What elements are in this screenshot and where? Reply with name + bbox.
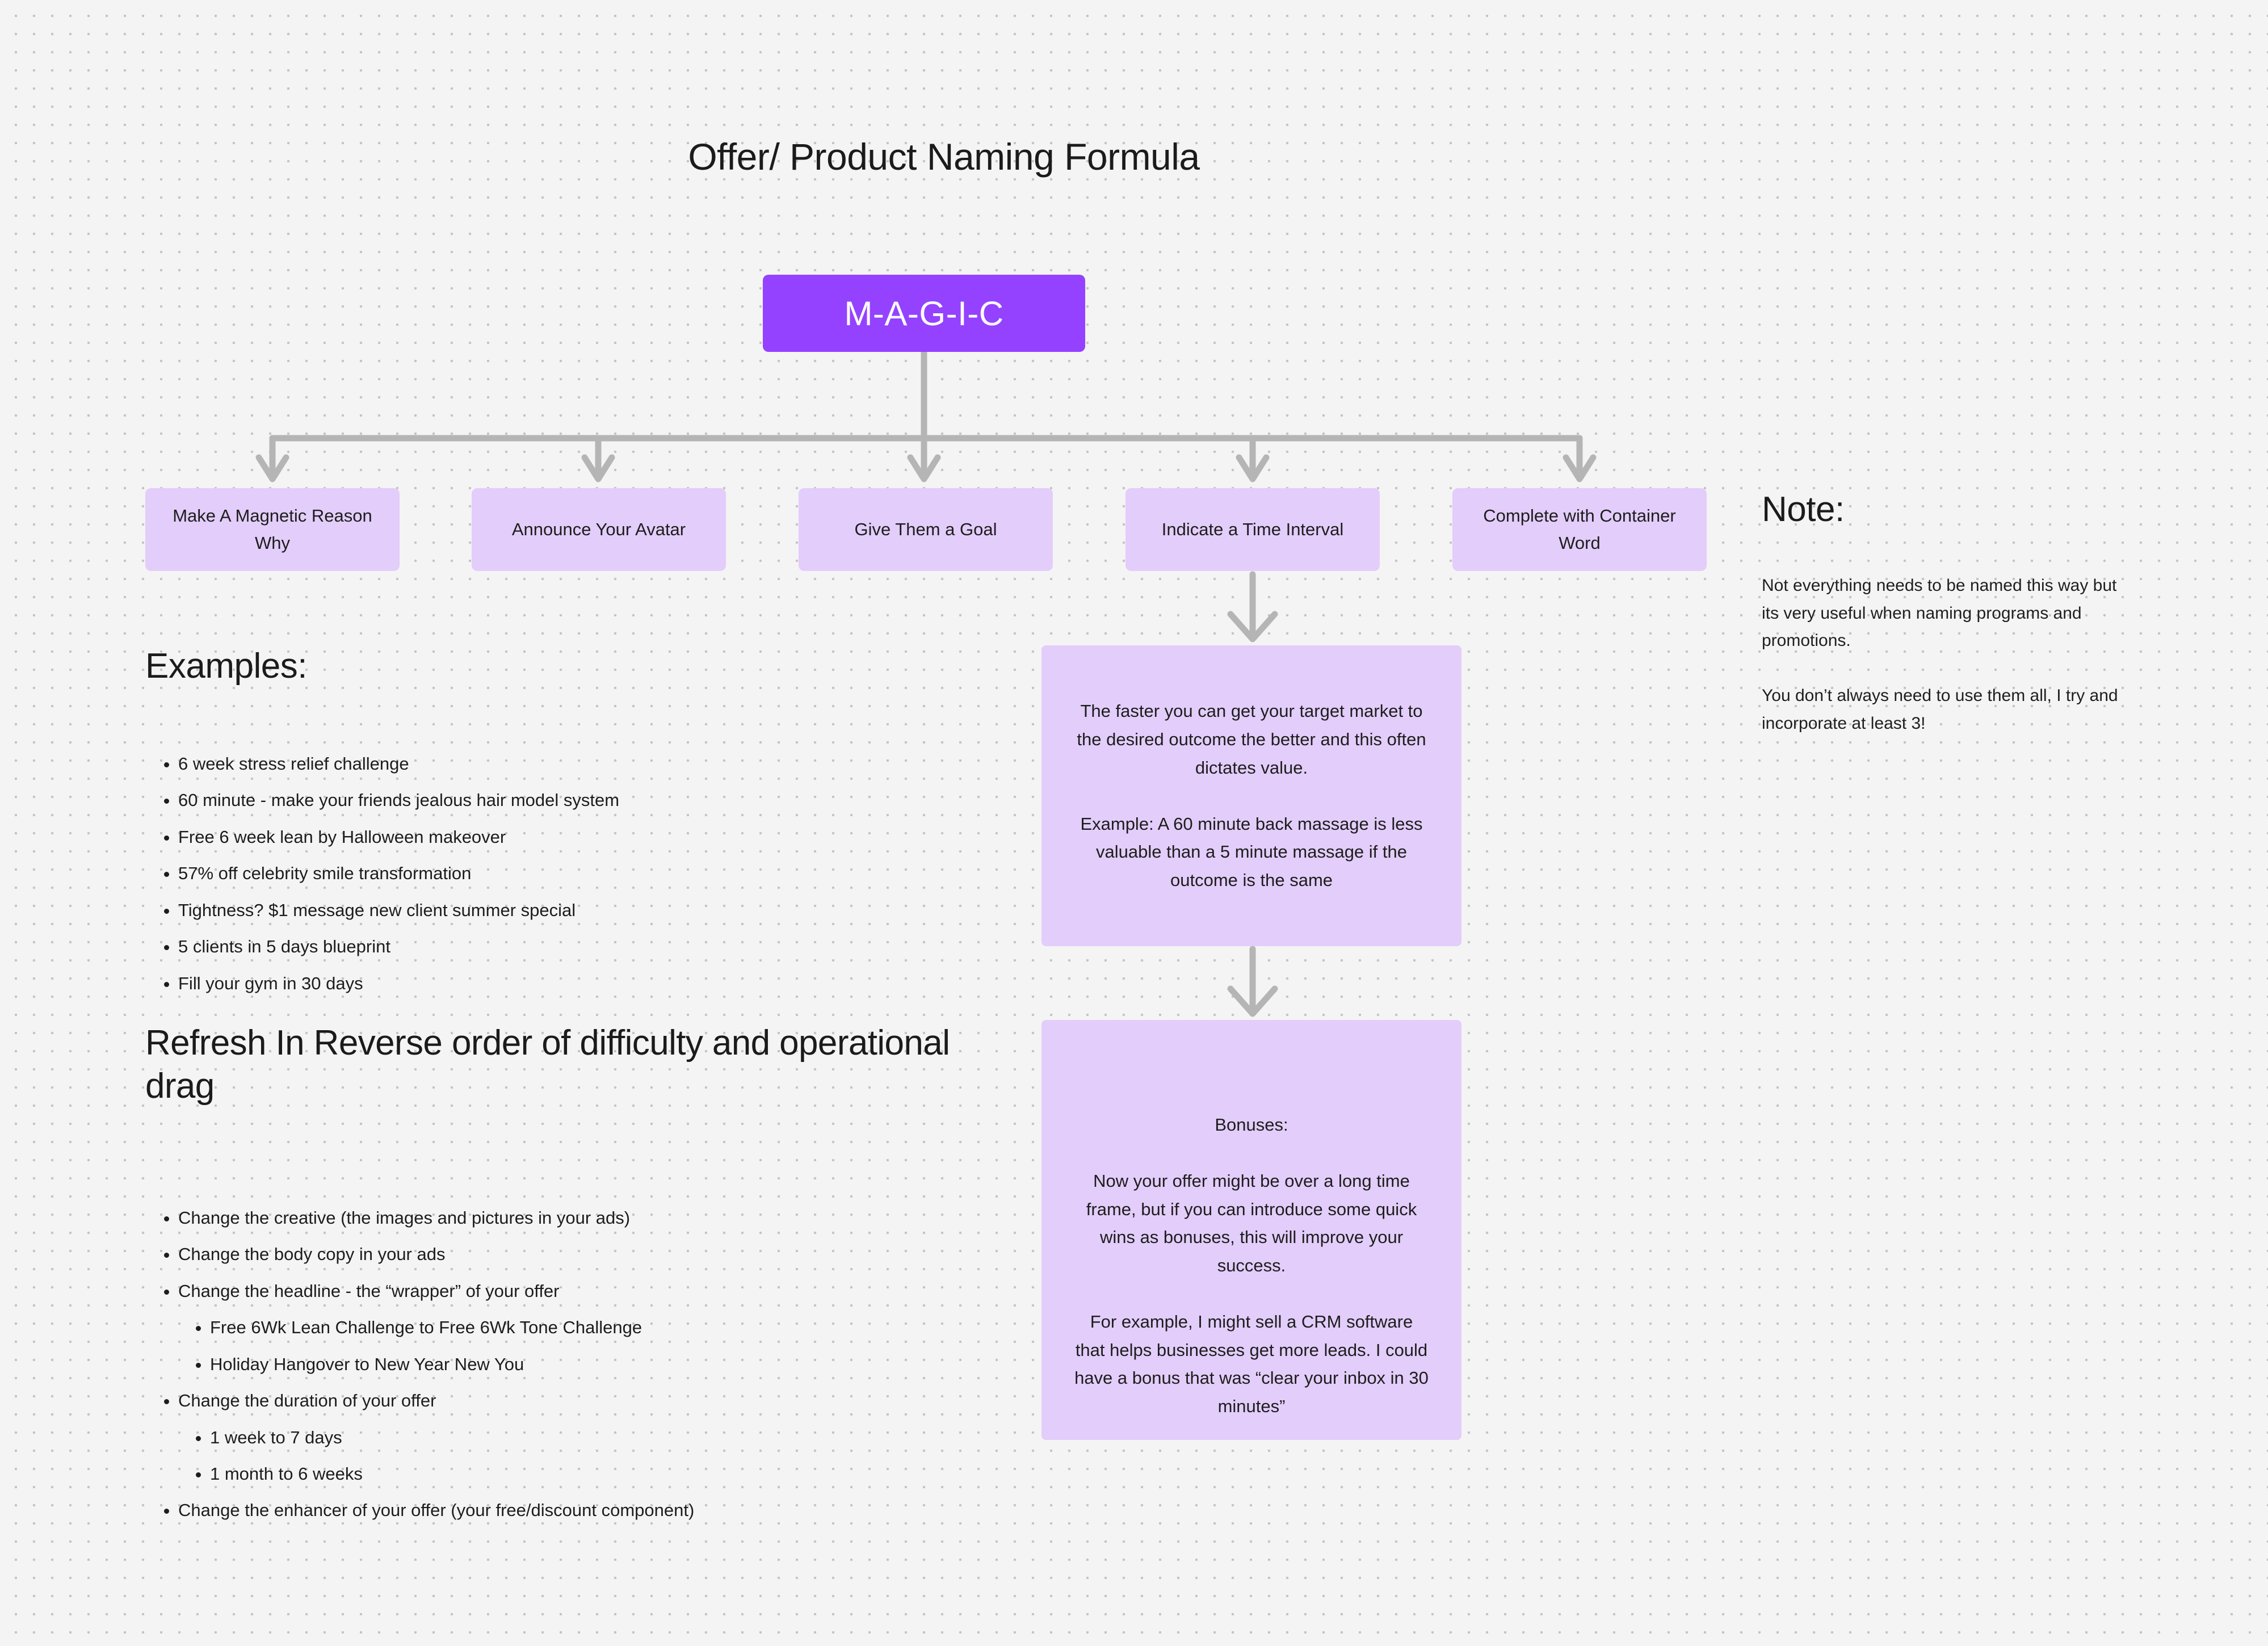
examples-heading: Examples: <box>145 646 307 686</box>
sub-list: Free 6Wk Lean Challenge to Free 6Wk Tone… <box>178 1314 694 1378</box>
node-make-a-magnetic-reason-why[interactable]: Make A Magnetic Reason Why <box>145 488 400 571</box>
list-item: Tightness? $1 message new client summer … <box>178 897 619 923</box>
magic-root-node[interactable]: M-A-G-I-C <box>763 275 1085 352</box>
list-item: 60 minute - make your friends jealous ha… <box>178 787 619 813</box>
list-item: Fill your gym in 30 days <box>178 970 619 997</box>
node-give-them-a-goal[interactable]: Give Them a Goal <box>799 488 1053 571</box>
note-body: Not everything needs to be named this wa… <box>1762 576 2118 733</box>
sub-list-item: Holiday Hangover to New Year New You <box>210 1351 694 1378</box>
sub-list-item: Free 6Wk Lean Challenge to Free 6Wk Tone… <box>210 1314 694 1341</box>
sub-list-item: 1 month to 6 weeks <box>210 1460 694 1487</box>
list-item: Change the body copy in your ads <box>178 1241 694 1267</box>
node-announce-your-avatar[interactable]: Announce Your Avatar <box>472 488 726 571</box>
node-indicate-a-time-interval[interactable]: Indicate a Time Interval <box>1125 488 1380 571</box>
examples-list: 6 week stress relief challenge 60 minute … <box>145 750 619 1006</box>
list-item: 6 week stress relief challenge <box>178 750 619 777</box>
list-item: Change the creative (the images and pict… <box>178 1204 694 1231</box>
sub-list: 1 week to 7 days 1 month to 6 weeks <box>178 1424 694 1488</box>
sub-list-item: 1 week to 7 days <box>210 1424 694 1451</box>
refresh-list: Change the creative (the images and pict… <box>145 1204 694 1534</box>
card-time-interval-detail[interactable]: The faster you can get your target marke… <box>1041 645 1461 946</box>
node-complete-with-container-word[interactable]: Complete with Container Word <box>1452 488 1707 571</box>
note-heading: Note: <box>1762 490 1845 529</box>
list-item: 57% off celebrity smile transformation <box>178 860 619 887</box>
list-item: Change the duration of your offer1 week … <box>178 1387 694 1487</box>
page-title: Offer/ Product Naming Formula <box>688 136 1200 178</box>
list-item: Change the enhancer of your offer (your … <box>178 1497 694 1523</box>
list-item: Change the headline - the “wrapper” of y… <box>178 1278 694 1378</box>
card-bonuses-detail[interactable]: Bonuses: Now your offer might be over a … <box>1041 1020 1461 1440</box>
list-item: Free 6 week lean by Halloween makeover <box>178 824 619 850</box>
list-item: 5 clients in 5 days blueprint <box>178 933 619 960</box>
refresh-heading: Refresh In Reverse order of difficulty a… <box>145 1023 950 1106</box>
